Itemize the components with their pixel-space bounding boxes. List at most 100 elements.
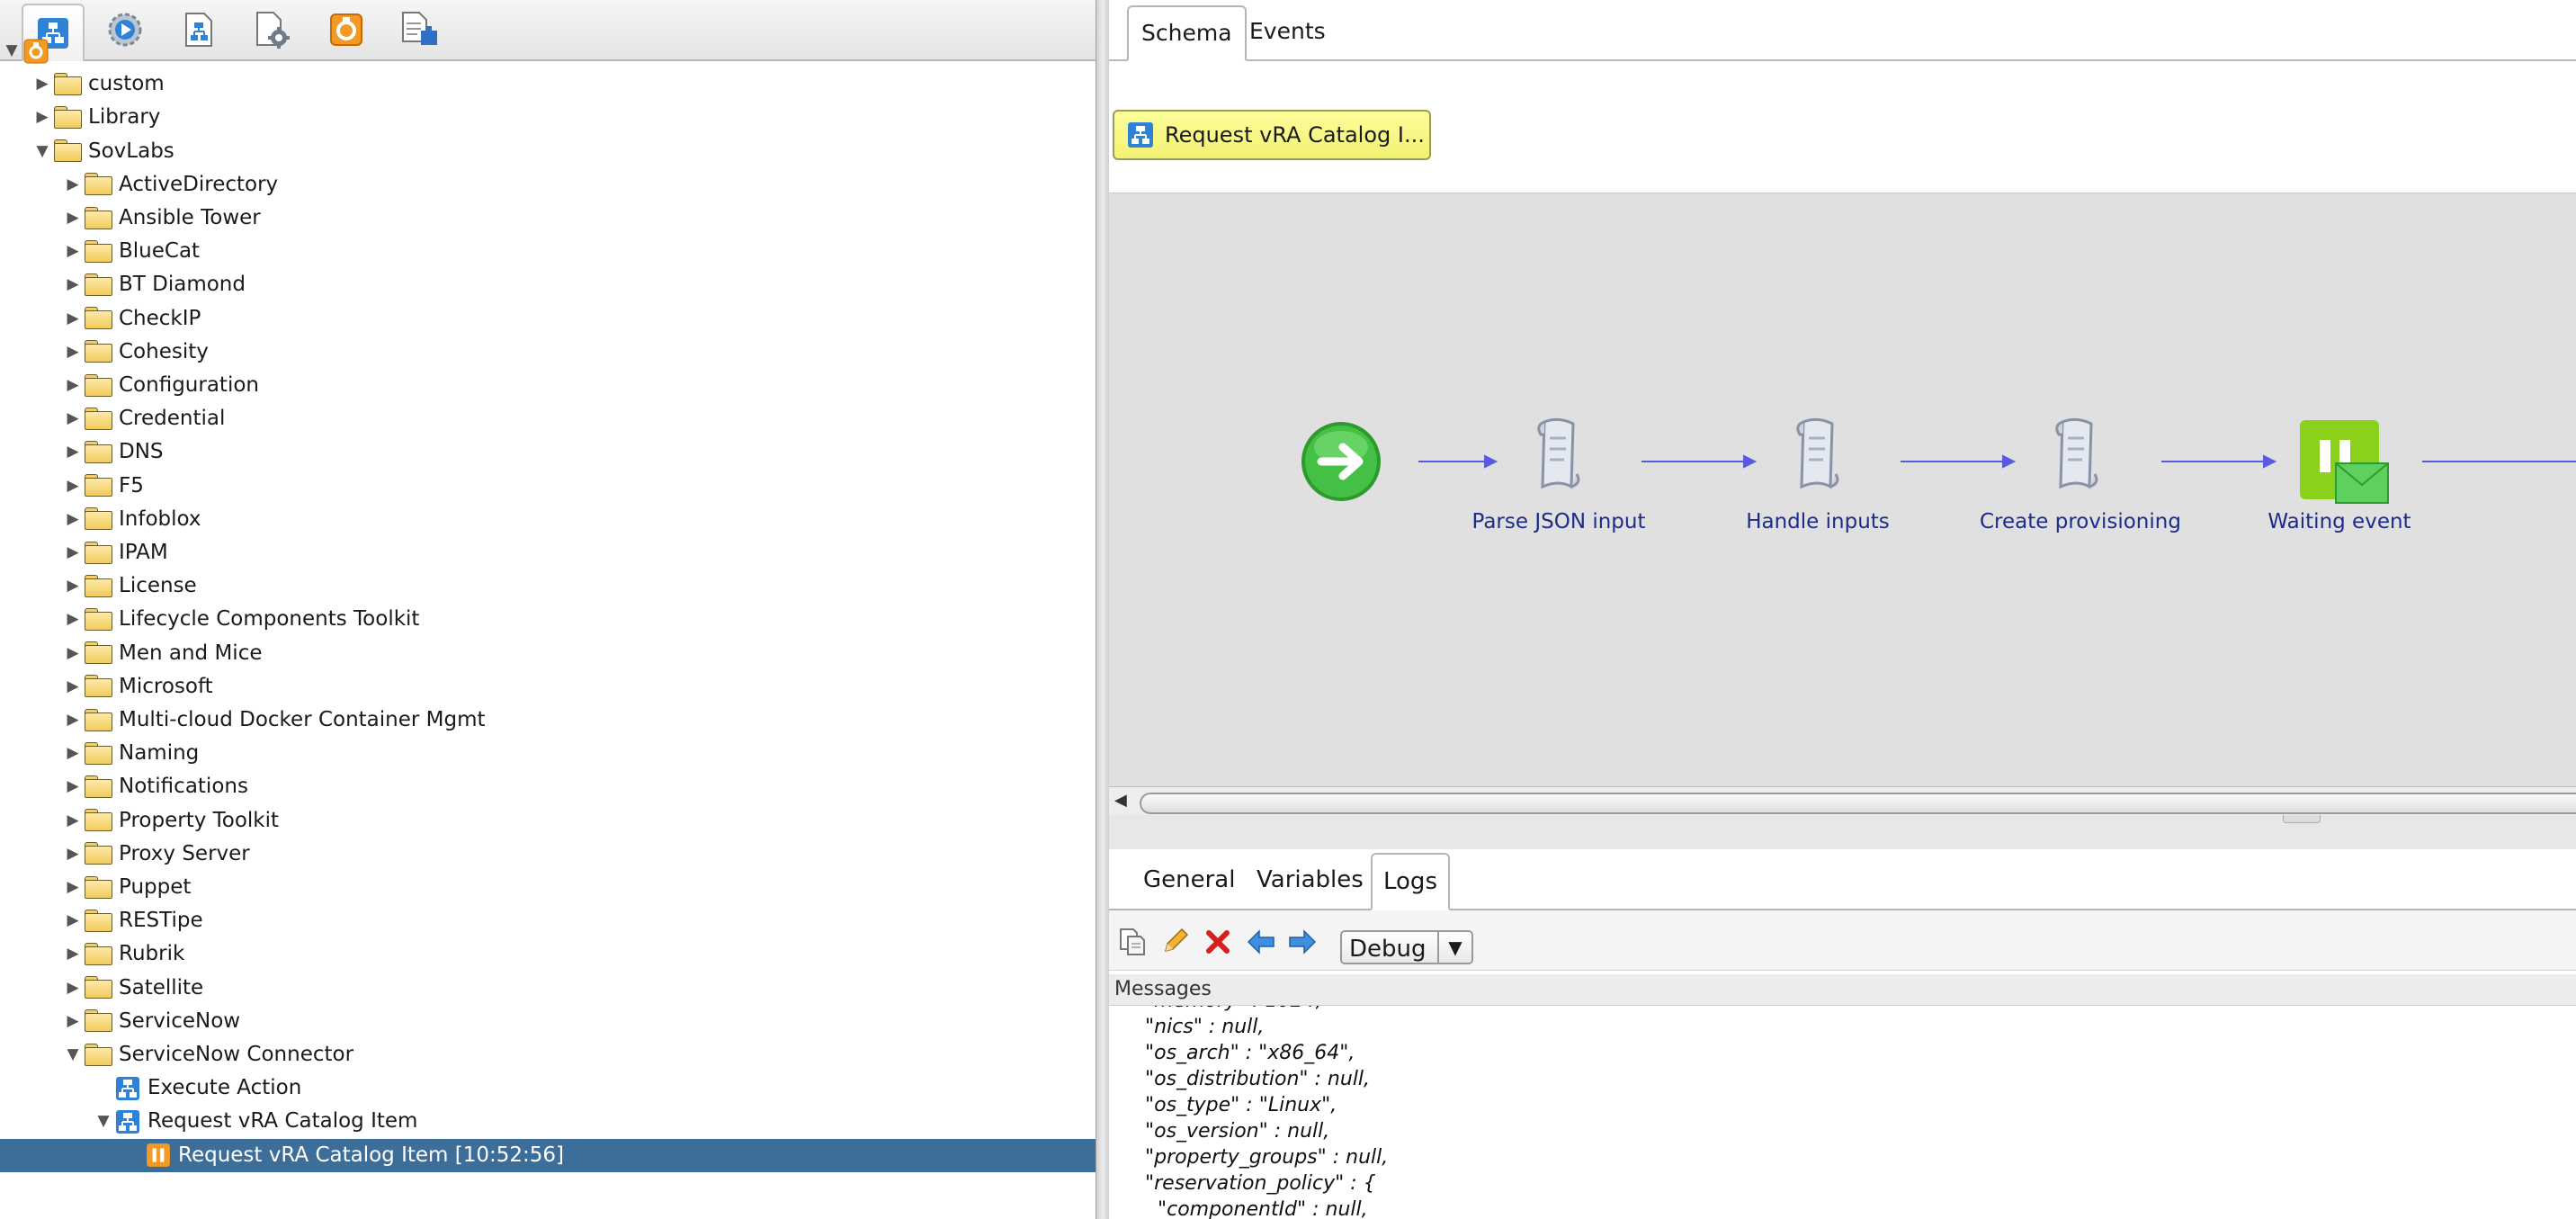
tab-logs[interactable]: Logs: [1371, 853, 1450, 910]
collapsed-arrow-icon[interactable]: ▶: [67, 543, 79, 561]
tree-folder[interactable]: ▶Men and Mice: [61, 637, 262, 670]
collapsed-arrow-icon[interactable]: ▶: [67, 878, 79, 896]
collapsed-arrow-icon[interactable]: ▶: [67, 777, 79, 796]
tree-workflow[interactable]: ▼Request vRA Catalog Item: [92, 1105, 417, 1138]
collapsed-arrow-icon[interactable]: ▶: [67, 242, 79, 261]
tree-item-label: Request vRA Catalog Item [10:52:56]: [178, 1143, 564, 1167]
scroll-thumb[interactable]: [1140, 793, 2576, 814]
collapsed-arrow-icon[interactable]: ▶: [67, 443, 79, 462]
collapsed-arrow-icon[interactable]: ▶: [67, 945, 79, 964]
tree-folder[interactable]: ▶Library: [31, 101, 160, 134]
collapsed-arrow-icon[interactable]: ▶: [67, 1011, 79, 1030]
tab-variables[interactable]: Variables: [1257, 866, 1364, 893]
collapsed-arrow-icon[interactable]: ▶: [67, 811, 79, 829]
workflow-icon: [116, 1109, 139, 1134]
tab-schema[interactable]: Schema: [1127, 5, 1247, 61]
tree-folder[interactable]: ▶Naming: [61, 737, 199, 770]
expanded-arrow-icon[interactable]: ▼: [36, 141, 49, 160]
tree-folder[interactable]: ▶custom: [31, 67, 164, 101]
tree-folder[interactable]: ▶Notifications: [61, 770, 248, 803]
tab-events[interactable]: Events: [1249, 18, 1326, 44]
collapsed-arrow-icon[interactable]: ▶: [67, 342, 79, 361]
log-level-select[interactable]: Debug ▼: [1340, 930, 1473, 964]
tree-folder[interactable]: ▶F5: [61, 470, 143, 503]
tree-folder[interactable]: ▶Infoblox: [61, 503, 201, 536]
tree-folder[interactable]: ▶BlueCat: [61, 235, 200, 268]
tree-folder[interactable]: ▶License: [61, 569, 196, 603]
tree-folder[interactable]: ▶ServiceNow: [61, 1005, 240, 1038]
tree-folder[interactable]: ▶Configuration: [61, 369, 259, 402]
collapsed-arrow-icon[interactable]: ▶: [67, 175, 79, 193]
collapsed-arrow-icon[interactable]: ▶: [67, 978, 79, 997]
splitter-grip[interactable]: [2283, 815, 2321, 823]
expanded-arrow-icon[interactable]: ▼: [97, 1112, 110, 1131]
package-tab[interactable]: [317, 4, 376, 56]
script-node-create-provisioning[interactable]: [2055, 417, 2098, 489]
horizontal-splitter[interactable]: [1109, 815, 2576, 851]
tree-folder[interactable]: ▼ServiceNow Connector: [61, 1038, 353, 1071]
tree-workflow-run-selected[interactable]: Request vRA Catalog Item [10:52:56]: [0, 1138, 1096, 1172]
tree-folder[interactable]: ▶BT Diamond: [61, 268, 246, 301]
collapsed-arrow-icon[interactable]: ▶: [67, 376, 79, 394]
script-node-handle-inputs[interactable]: [1796, 417, 1839, 489]
collapsed-arrow-icon[interactable]: ▶: [67, 911, 79, 930]
collapsed-arrow-icon[interactable]: ▶: [67, 711, 79, 729]
expanded-arrow-icon[interactable]: ▼: [67, 1045, 79, 1063]
tree-folder[interactable]: ▶Cohesity: [61, 336, 208, 369]
copy-button[interactable]: [1116, 927, 1147, 957]
tree-folder[interactable]: ▶Multi-cloud Docker Container Mgmt: [61, 704, 485, 737]
waiting-event-node[interactable]: [2300, 420, 2389, 504]
tree-folder[interactable]: ▶Ansible Tower: [61, 202, 260, 235]
scroll-left-button[interactable]: ◀: [1114, 791, 1127, 810]
settings-tab[interactable]: [243, 4, 302, 56]
tree-folder[interactable]: ▶Lifecycle Components Toolkit: [61, 603, 419, 636]
workflow-token-button[interactable]: Request vRA Catalog I...: [1113, 110, 1431, 160]
tree-folder[interactable]: ▶IPAM: [61, 536, 167, 569]
tree-item-label: RESTipe: [119, 909, 203, 933]
tree-workflow[interactable]: Execute Action: [92, 1071, 301, 1105]
tab-general[interactable]: General: [1143, 866, 1236, 893]
tree-folder[interactable]: ▶ActiveDirectory: [61, 168, 278, 202]
tree-folder[interactable]: ▶ RESTipe: [61, 904, 203, 937]
collapsed-arrow-icon[interactable]: ▶: [67, 209, 79, 227]
collapsed-arrow-icon[interactable]: ▶: [67, 610, 79, 629]
collapsed-arrow-icon[interactable]: ▶: [36, 108, 49, 127]
tree-root[interactable]: ▼: [0, 34, 56, 67]
delete-button[interactable]: [1203, 927, 1233, 957]
collapsed-arrow-icon[interactable]: ▶: [67, 844, 79, 863]
tree-folder[interactable]: ▶DNS: [61, 435, 163, 469]
tree-folder[interactable]: ▶Credential: [61, 402, 225, 435]
vertical-splitter[interactable]: [1096, 0, 1110, 1219]
collapsed-arrow-icon[interactable]: ▶: [67, 476, 79, 495]
tree-folder[interactable]: ▶CheckIP: [61, 302, 201, 336]
collapsed-arrow-icon[interactable]: ▶: [67, 577, 79, 596]
tree-folder[interactable]: ▶Satellite: [61, 972, 203, 1005]
collapsed-arrow-icon[interactable]: ▶: [67, 643, 79, 662]
collapsed-arrow-icon[interactable]: ▶: [67, 409, 79, 428]
previous-button[interactable]: [1246, 927, 1276, 957]
plugins-tab[interactable]: [390, 4, 450, 56]
collapsed-arrow-icon[interactable]: ▶: [67, 275, 79, 294]
tree-folder[interactable]: ▶Proxy Server: [61, 838, 249, 871]
collapsed-arrow-icon[interactable]: ▶: [67, 677, 79, 695]
tree-folder[interactable]: ▶Rubrik: [61, 937, 184, 971]
collapsed-arrow-icon[interactable]: ▶: [36, 75, 49, 94]
next-button[interactable]: [1287, 927, 1318, 957]
edit-button[interactable]: [1159, 927, 1190, 957]
tree-folder[interactable]: ▼SovLabs: [31, 135, 174, 168]
tree-folder[interactable]: ▶Puppet: [61, 871, 191, 904]
start-node[interactable]: [1301, 422, 1381, 501]
collapsed-arrow-icon[interactable]: ▶: [67, 509, 79, 528]
log-line: "memory" : 1024,: [1145, 1006, 1322, 1014]
tree-folder[interactable]: ▶Property Toolkit: [61, 804, 279, 838]
collapsed-arrow-icon[interactable]: ▶: [67, 309, 79, 327]
tree-folder[interactable]: ▶Microsoft: [61, 670, 212, 704]
run-tab[interactable]: [95, 4, 155, 56]
script-node-parse-json[interactable]: [1537, 417, 1580, 489]
schema-horizontal-scrollbar[interactable]: ◀: [1109, 786, 2576, 817]
collapsed-arrow-icon[interactable]: ▶: [67, 744, 79, 763]
log-line: "componentId" : null,: [1145, 1198, 1368, 1219]
connector-1-arrow: [1484, 454, 1498, 469]
expanded-arrow-icon[interactable]: ▼: [5, 41, 18, 59]
policy-tab[interactable]: [169, 4, 228, 56]
